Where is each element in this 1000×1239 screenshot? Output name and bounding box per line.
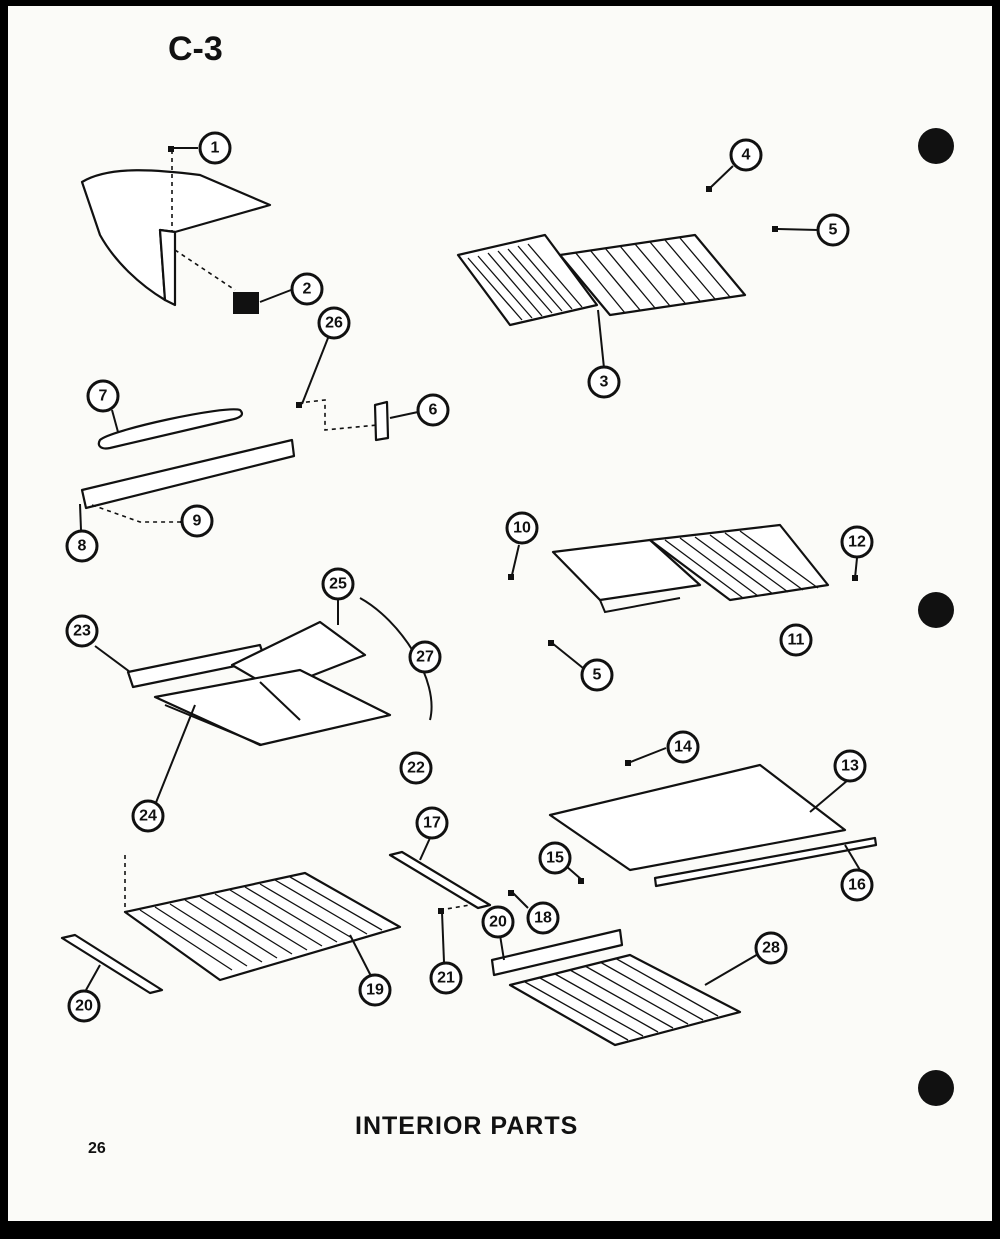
callout-8: 8 <box>65 529 99 563</box>
page-code: C-3 <box>168 30 223 68</box>
callout-10: 10 <box>505 511 539 545</box>
screw-part <box>772 226 778 232</box>
svg-text:13: 13 <box>841 758 859 775</box>
svg-text:12: 12 <box>848 534 866 551</box>
svg-text:25: 25 <box>329 576 347 593</box>
svg-text:2: 2 <box>303 281 312 298</box>
freezer-shelf-part <box>551 523 830 614</box>
callout-24: 24 <box>131 799 165 833</box>
callout-13: 13 <box>833 749 867 783</box>
callout-12: 12 <box>840 525 874 559</box>
crisper-shelf-part <box>126 597 433 747</box>
callout-25: 25 <box>321 567 355 601</box>
wire-shelf-part <box>456 233 747 327</box>
screw-part <box>548 640 554 646</box>
screw-part <box>508 574 514 580</box>
crisper-cover-part <box>548 763 878 888</box>
callout-14: 14 <box>666 730 700 764</box>
glass-shelf-part <box>60 855 402 995</box>
callout-20-left: 20 <box>67 989 101 1023</box>
callout-22: 22 <box>399 751 433 785</box>
screw-part <box>168 146 174 152</box>
svg-text:7: 7 <box>99 388 108 405</box>
light-shield-part <box>233 292 259 314</box>
lower-shelf-part <box>388 850 742 1047</box>
callout-3: 3 <box>587 365 621 399</box>
callout-4: 4 <box>729 138 763 172</box>
svg-text:20: 20 <box>489 914 507 931</box>
svg-text:3: 3 <box>600 374 609 391</box>
callout-20-right: 20 <box>481 905 515 939</box>
svg-text:22: 22 <box>407 760 425 777</box>
svg-text:19: 19 <box>366 982 384 999</box>
svg-text:6: 6 <box>429 402 438 419</box>
svg-text:17: 17 <box>423 815 441 832</box>
shelf-rail-part <box>80 438 296 510</box>
callout-21: 21 <box>429 961 463 995</box>
svg-text:27: 27 <box>416 649 434 666</box>
trim-strip-part <box>97 408 244 450</box>
svg-text:16: 16 <box>848 877 866 894</box>
callout-7: 7 <box>86 379 120 413</box>
svg-text:23: 23 <box>73 623 91 640</box>
callout-2: 2 <box>290 272 324 306</box>
svg-text:10: 10 <box>513 520 531 537</box>
diagram-title: INTERIOR PARTS <box>355 1112 579 1140</box>
callout-1: 1 <box>198 131 232 165</box>
callout-15: 15 <box>538 841 572 875</box>
callout-19: 19 <box>358 973 392 1007</box>
svg-text:18: 18 <box>534 910 552 927</box>
binder-hole <box>918 1070 954 1106</box>
svg-text:4: 4 <box>742 147 751 164</box>
screw-part <box>438 908 444 914</box>
callout-28: 28 <box>754 931 788 965</box>
svg-text:26: 26 <box>325 315 343 332</box>
svg-text:21: 21 <box>437 970 455 987</box>
screw-part <box>706 186 712 192</box>
svg-text:9: 9 <box>193 513 202 530</box>
svg-text:11: 11 <box>788 632 805 649</box>
callout-23: 23 <box>65 614 99 648</box>
cabinet-corner-part <box>80 169 272 307</box>
svg-text:5: 5 <box>593 667 602 684</box>
callout-26: 26 <box>317 306 351 340</box>
callout-11: 11 <box>779 623 813 657</box>
svg-text:24: 24 <box>139 808 157 825</box>
svg-text:8: 8 <box>78 538 87 555</box>
callout-5-mid: 5 <box>580 658 614 692</box>
svg-text:5: 5 <box>829 222 838 239</box>
svg-text:15: 15 <box>546 850 564 867</box>
screw-part <box>578 878 584 884</box>
callout-17: 17 <box>415 806 449 840</box>
svg-text:20: 20 <box>75 998 93 1015</box>
screw-part <box>508 890 514 896</box>
callout-18: 18 <box>526 901 560 935</box>
svg-text:1: 1 <box>211 140 220 157</box>
bracket-part <box>373 400 390 442</box>
svg-text:14: 14 <box>674 739 692 756</box>
callout-27: 27 <box>408 640 442 674</box>
callout-9: 9 <box>180 504 214 538</box>
callout-16: 16 <box>840 868 874 902</box>
callout-5-top: 5 <box>816 213 850 247</box>
binder-hole <box>918 592 954 628</box>
page-number: 26 <box>88 1140 106 1157</box>
screw-part <box>296 402 302 408</box>
svg-text:28: 28 <box>762 940 780 957</box>
callout-6: 6 <box>416 393 450 427</box>
binder-hole <box>918 128 954 164</box>
